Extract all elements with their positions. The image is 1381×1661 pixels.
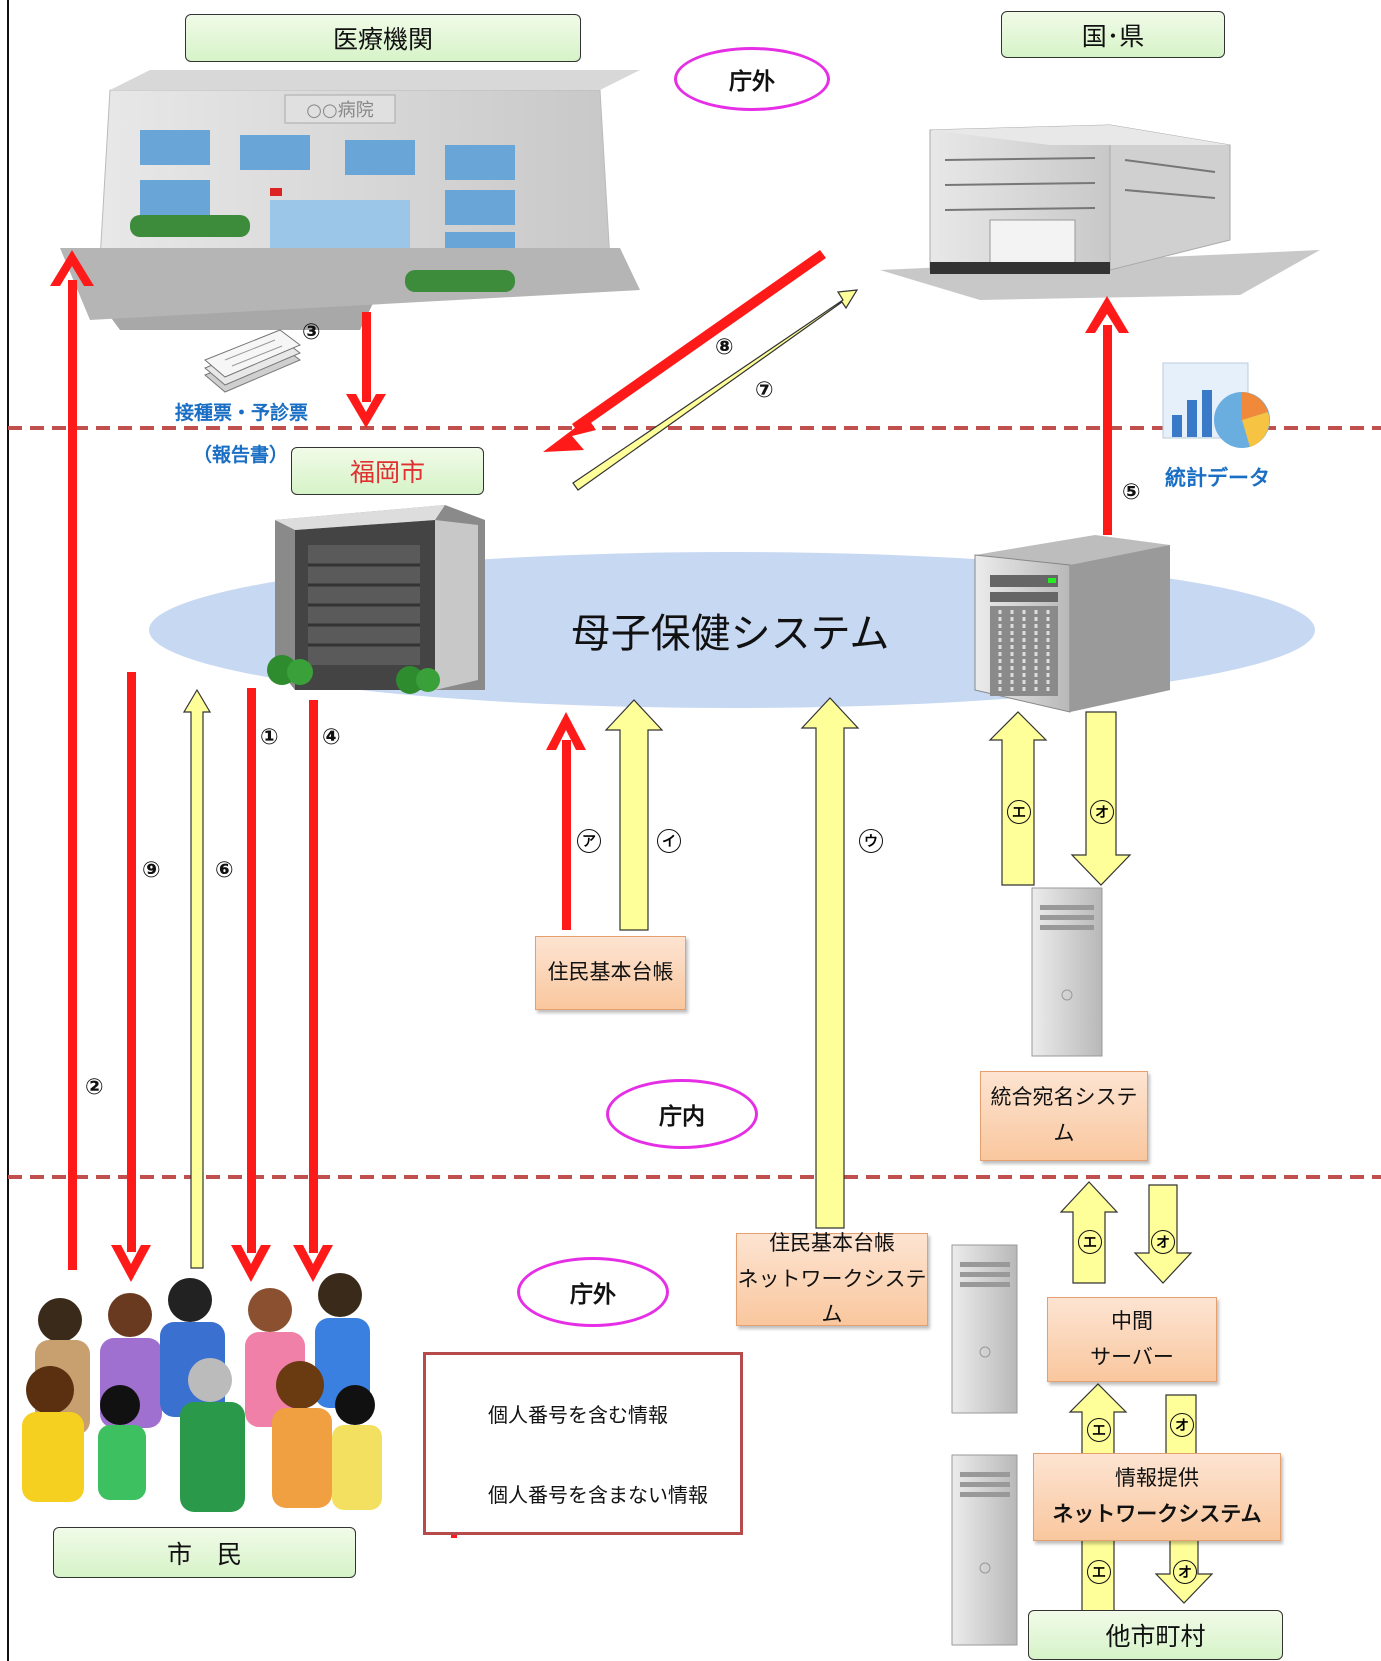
legend-without-number: 個人番号を含まない情報 bbox=[488, 1483, 708, 1507]
arrow-a bbox=[546, 712, 586, 750]
intermediate-server-line1: 中間 bbox=[1111, 1308, 1153, 1333]
server-illustration bbox=[974, 535, 1170, 713]
documents-label-line1: 接種票・予診票 bbox=[175, 402, 309, 424]
flow-number-1: ① bbox=[260, 725, 279, 750]
info-provision-network-box: 情報提供 ネットワークシステム bbox=[1033, 1453, 1281, 1541]
flow-number-3: ③ bbox=[302, 320, 321, 345]
flow-number-8: ⑧ bbox=[715, 335, 734, 360]
other-municipality-label: 他市町村 bbox=[1028, 1610, 1283, 1660]
flow-letter-a: ア bbox=[577, 829, 601, 853]
arrow-7 bbox=[572, 289, 859, 491]
arrow-5 bbox=[1085, 296, 1129, 333]
arrow-8 bbox=[572, 250, 826, 432]
juki-network-line2: ネットワークシステム bbox=[737, 1266, 927, 1327]
flow-number-4: ④ bbox=[322, 725, 341, 750]
hospital-sign: ○○病院 bbox=[306, 100, 373, 121]
tower-server-2 bbox=[951, 1244, 1018, 1414]
zone-inside: 庁内 bbox=[606, 1079, 758, 1149]
citizens-label: 市 民 bbox=[53, 1527, 356, 1578]
fukuoka-city-label: 福岡市 bbox=[291, 447, 484, 495]
boshi-system-label: 母子保健システム bbox=[570, 611, 890, 657]
intermediate-server-line2: サーバー bbox=[1090, 1344, 1174, 1369]
arrow-9 bbox=[111, 1245, 151, 1282]
legend-box: 個人番号を含む情報 個人番号を含まない情報 bbox=[423, 1352, 743, 1535]
integrated-address-box: 統合宛名システ ム bbox=[980, 1071, 1148, 1161]
juki-network-box: 住民基本台帳 ネットワークシステム bbox=[736, 1231, 928, 1326]
arrow-1 bbox=[231, 1245, 271, 1282]
flow-letter-o-1: オ bbox=[1090, 800, 1114, 824]
flow-letter-o-4: オ bbox=[1173, 1560, 1197, 1584]
flow-letter-e-3: エ bbox=[1087, 1418, 1111, 1442]
flow-number-9: ⑨ bbox=[142, 858, 161, 883]
zone-outside-bottom: 庁外 bbox=[517, 1257, 669, 1327]
flow-number-2: ② bbox=[85, 1075, 104, 1100]
flow-letter-u: ウ bbox=[859, 829, 883, 853]
arrow-e-1 bbox=[988, 711, 1048, 886]
hospital-illustration: ○○病院 bbox=[60, 70, 640, 330]
zone-outside-top: 庁外 bbox=[674, 47, 830, 111]
info-provision-line1: 情報提供 bbox=[1115, 1466, 1199, 1491]
arrow-o-1 bbox=[1070, 711, 1132, 886]
arrow-6 bbox=[182, 688, 212, 1269]
integrated-address-line1: 統合宛名システ bbox=[990, 1085, 1138, 1110]
medical-institution-label: 医療機関 bbox=[185, 14, 581, 62]
arrow-3 bbox=[346, 394, 386, 428]
red-arrows bbox=[50, 250, 1129, 1282]
intermediate-server-box: 中間 サーバー bbox=[1047, 1297, 1217, 1382]
chart-icon bbox=[1162, 362, 1270, 448]
flow-letter-e-4: エ bbox=[1087, 1560, 1111, 1584]
arrow-u bbox=[800, 697, 860, 1229]
flow-number-7: ⑦ bbox=[755, 378, 774, 403]
stats-data-label: 統計データ bbox=[1165, 466, 1270, 490]
flow-letter-i: イ bbox=[657, 829, 681, 853]
integrated-address-line2: ム bbox=[1053, 1121, 1075, 1145]
city-hall-illustration bbox=[267, 505, 485, 694]
legend-with-number: 個人番号を含む情報 bbox=[488, 1403, 668, 1427]
flow-letter-o-3: オ bbox=[1170, 1413, 1194, 1437]
info-provision-line2: ネットワークシステム bbox=[1052, 1502, 1262, 1526]
documents-label-line2: （報告書） bbox=[193, 444, 289, 466]
juki-network-line1: 住民基本台帳 bbox=[769, 1230, 895, 1255]
arrow-2 bbox=[68, 280, 77, 1270]
documents-icon bbox=[204, 329, 301, 393]
tower-server-3 bbox=[951, 1454, 1018, 1646]
government-label: 国･県 bbox=[1001, 11, 1225, 58]
juki-box: 住民基本台帳 bbox=[535, 936, 686, 1010]
flow-number-6: ⑥ bbox=[215, 858, 234, 883]
flow-letter-e-2: エ bbox=[1078, 1230, 1102, 1254]
flow-number-5: ⑤ bbox=[1122, 480, 1141, 505]
government-building-illustration bbox=[880, 124, 1320, 300]
arrow-i bbox=[604, 699, 664, 931]
citizens-illustration bbox=[22, 1273, 382, 1512]
flow-letter-e-1: エ bbox=[1007, 800, 1031, 824]
arrow-4 bbox=[293, 1245, 333, 1282]
flow-letter-o-2: オ bbox=[1151, 1230, 1175, 1254]
tower-server-1 bbox=[1031, 887, 1103, 1057]
